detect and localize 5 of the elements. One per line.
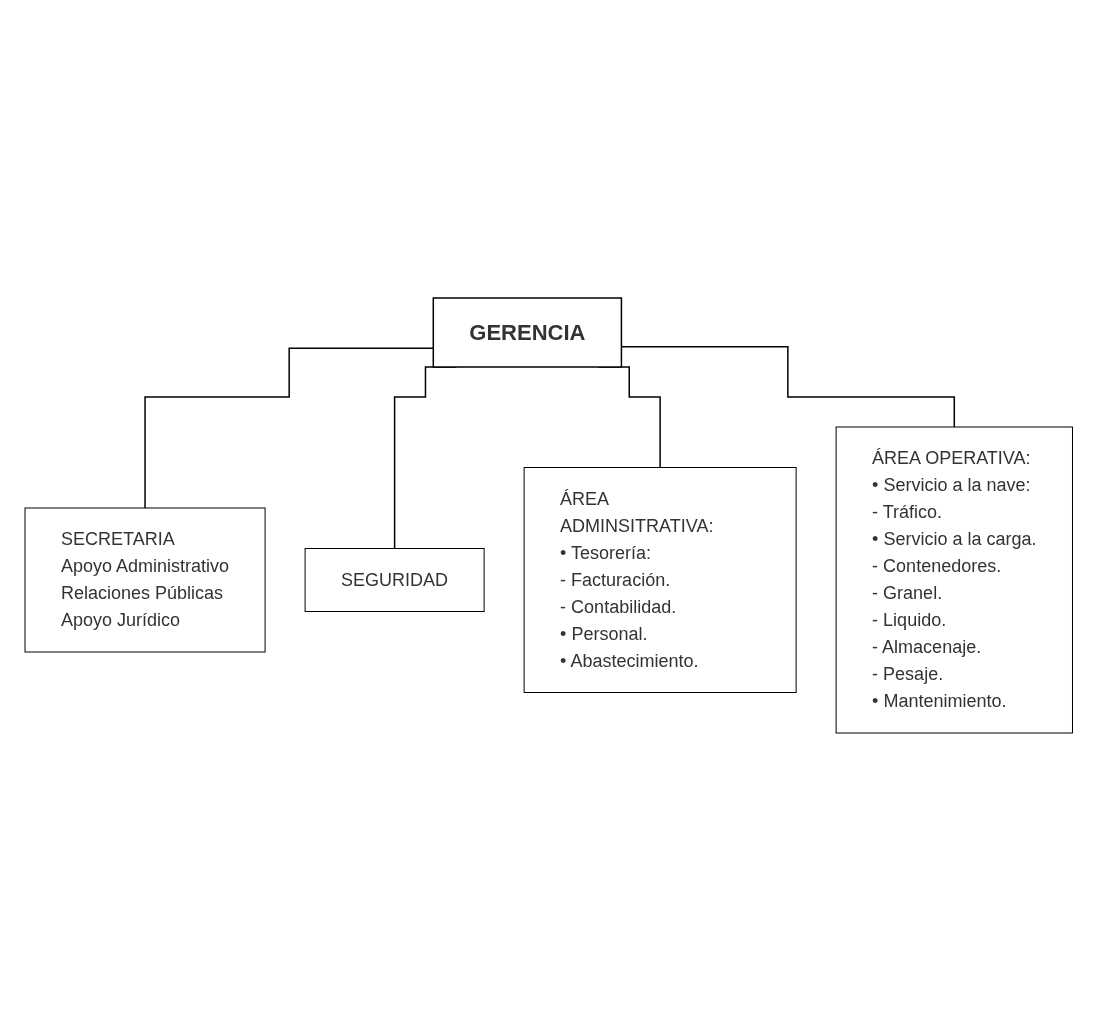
node-box: ÁREA ADMINSITRATIVA: • Tesorería: - Facturación. - Contabilidad. • Personal. • Abastecimiento. bbox=[523, 466, 797, 693]
node-box: SECRETARIA Apoyo Administrativo Relaciones Públicas Apoyo Jurídico bbox=[24, 507, 266, 652]
node-box: SEGURIDAD bbox=[304, 547, 485, 612]
node-box: GERENCIA bbox=[432, 296, 623, 368]
node-box: ÁREA OPERATIVA: • Servicio a la nave: - Tráfico. • Servicio a la carga. - Contenedores. - Granel. - Liquido. - Almacenaje. - Pesaje. • Mantenimiento. bbox=[835, 426, 1074, 733]
